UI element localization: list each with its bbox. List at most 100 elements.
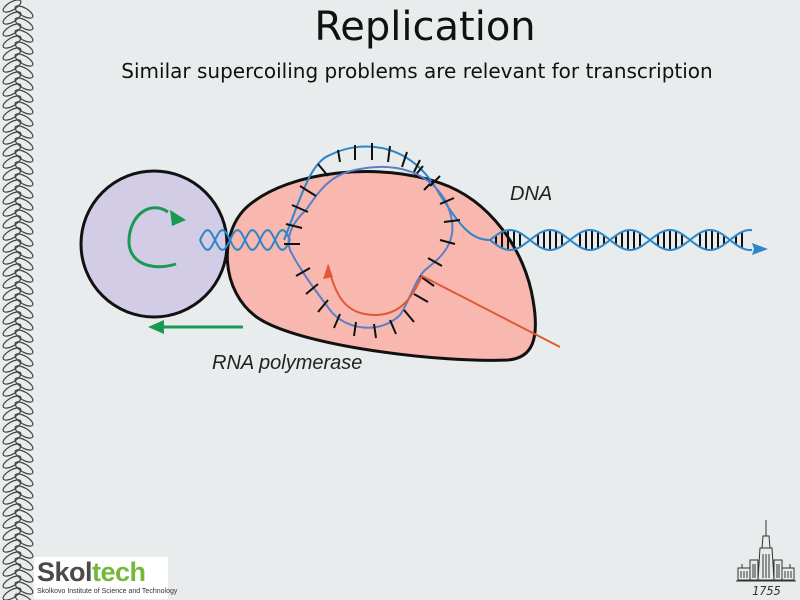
chain-link-icon	[14, 281, 34, 295]
chain-link-icon	[2, 467, 22, 481]
chain-link-icon	[2, 0, 22, 13]
chain-link-icon	[14, 521, 34, 535]
chain-link-icon	[14, 125, 34, 139]
chain-link-icon	[14, 257, 34, 271]
nascent-rna	[327, 264, 561, 348]
chain-link-icon	[14, 233, 34, 247]
slide-subtitle: Similar supercoiling problems are releva…	[121, 59, 713, 83]
chain-link-icon	[14, 221, 34, 235]
dna-arrow-head	[752, 243, 768, 255]
chain-link-icon	[2, 395, 22, 409]
chain-link-icon	[2, 551, 22, 565]
chain-link-icon	[14, 101, 34, 115]
chain-link-icon	[2, 407, 22, 421]
chain-link-icon	[2, 35, 22, 49]
chain-link-icon	[14, 377, 34, 391]
chain-link-icon	[2, 527, 22, 541]
chain-link-icon	[14, 53, 34, 67]
chain-link-icon	[14, 593, 34, 600]
logo-tagline: Skolkovo Institute of Science and Techno…	[37, 588, 178, 595]
swivel-circle	[79, 169, 229, 319]
chain-link-icon	[2, 203, 22, 217]
chain-link-icon	[2, 455, 22, 469]
rotation-arrow-icon	[127, 206, 186, 269]
chain-link-icon	[14, 449, 34, 463]
chain-link-icon	[2, 251, 22, 265]
chain-link-icon	[14, 65, 34, 79]
chain-link-icon	[14, 29, 34, 43]
chain-link-icon	[2, 419, 22, 433]
chain-link-icon	[14, 41, 34, 55]
chain-link-icon	[14, 461, 34, 475]
chain-link-icon	[14, 353, 34, 367]
chain-link-icon	[14, 113, 34, 127]
chain-link-icon	[14, 569, 34, 583]
slide-title: Replication	[314, 4, 536, 50]
chain-link-icon	[14, 413, 34, 427]
skoltech-logo: Skoltech Skolkovo Institute of Science a…	[34, 557, 177, 599]
chain-link-icon	[14, 77, 34, 91]
chain-link-icon	[2, 311, 22, 325]
chain-link-icon	[14, 557, 34, 571]
logo-word-green: tech	[92, 557, 146, 587]
msu-building-icon	[736, 520, 796, 582]
chain-link-icon	[14, 245, 34, 259]
chain-link-icon	[2, 587, 22, 600]
chain-link-icon	[2, 263, 22, 277]
chain-link-icon	[14, 89, 34, 103]
chain-link-icon	[14, 197, 34, 211]
chain-link-icon	[14, 401, 34, 415]
chain-link-icon	[14, 473, 34, 487]
chain-link-icon	[2, 227, 22, 241]
chain-link-icon	[2, 167, 22, 181]
chain-link-icon	[14, 341, 34, 355]
chain-link-icon	[2, 239, 22, 253]
chain-link-icon	[2, 59, 22, 73]
chain-link-icon	[14, 17, 34, 31]
chain-link-icon	[14, 5, 34, 19]
chain-link-icon	[2, 107, 22, 121]
chain-link-icon	[2, 275, 22, 289]
chain-link-icon	[2, 23, 22, 37]
chain-link-icon	[14, 137, 34, 151]
chain-link-icon	[14, 209, 34, 223]
chain-link-icon	[14, 173, 34, 187]
chain-link-icon	[2, 539, 22, 553]
chain-link-icon	[14, 161, 34, 175]
chain-link-icon	[2, 299, 22, 313]
chain-link-icon	[2, 287, 22, 301]
chain-link-icon	[2, 47, 22, 61]
logo-word-dark: Skol	[37, 557, 93, 587]
chain-link-icon	[14, 581, 34, 595]
chain-link-icon	[14, 305, 34, 319]
chain-link-icon	[2, 131, 22, 145]
chain-link-icon	[14, 545, 34, 559]
chain-link-icon	[2, 119, 22, 133]
chain-link-icon	[2, 155, 22, 169]
dna-helix-left	[199, 229, 291, 251]
chain-link-icon	[14, 497, 34, 511]
chain-link-icon	[14, 509, 34, 523]
chain-link-icon	[2, 383, 22, 397]
dna-helix-right	[489, 228, 768, 255]
chain-link-icon	[2, 143, 22, 157]
chain-link-icon	[14, 329, 34, 343]
chain-link-icon	[14, 149, 34, 163]
chain-link-icon	[14, 389, 34, 403]
movement-arrow-icon	[148, 320, 243, 334]
chain-link-icon	[2, 563, 22, 577]
chain-link-icon	[2, 491, 22, 505]
chain-link-icon	[2, 347, 22, 361]
chain-link-icon	[2, 431, 22, 445]
chain-link-icon	[14, 437, 34, 451]
chain-link-icon	[2, 443, 22, 457]
chain-link-icon	[2, 215, 22, 229]
chain-link-icon	[14, 365, 34, 379]
chain-link-icon	[2, 371, 22, 385]
rna-polymerase-label: RNA polymerase	[212, 352, 363, 374]
chain-link-icon	[2, 179, 22, 193]
chain-link-icon	[2, 323, 22, 337]
chain-link-icon	[2, 71, 22, 85]
chain-link-icon	[2, 479, 22, 493]
